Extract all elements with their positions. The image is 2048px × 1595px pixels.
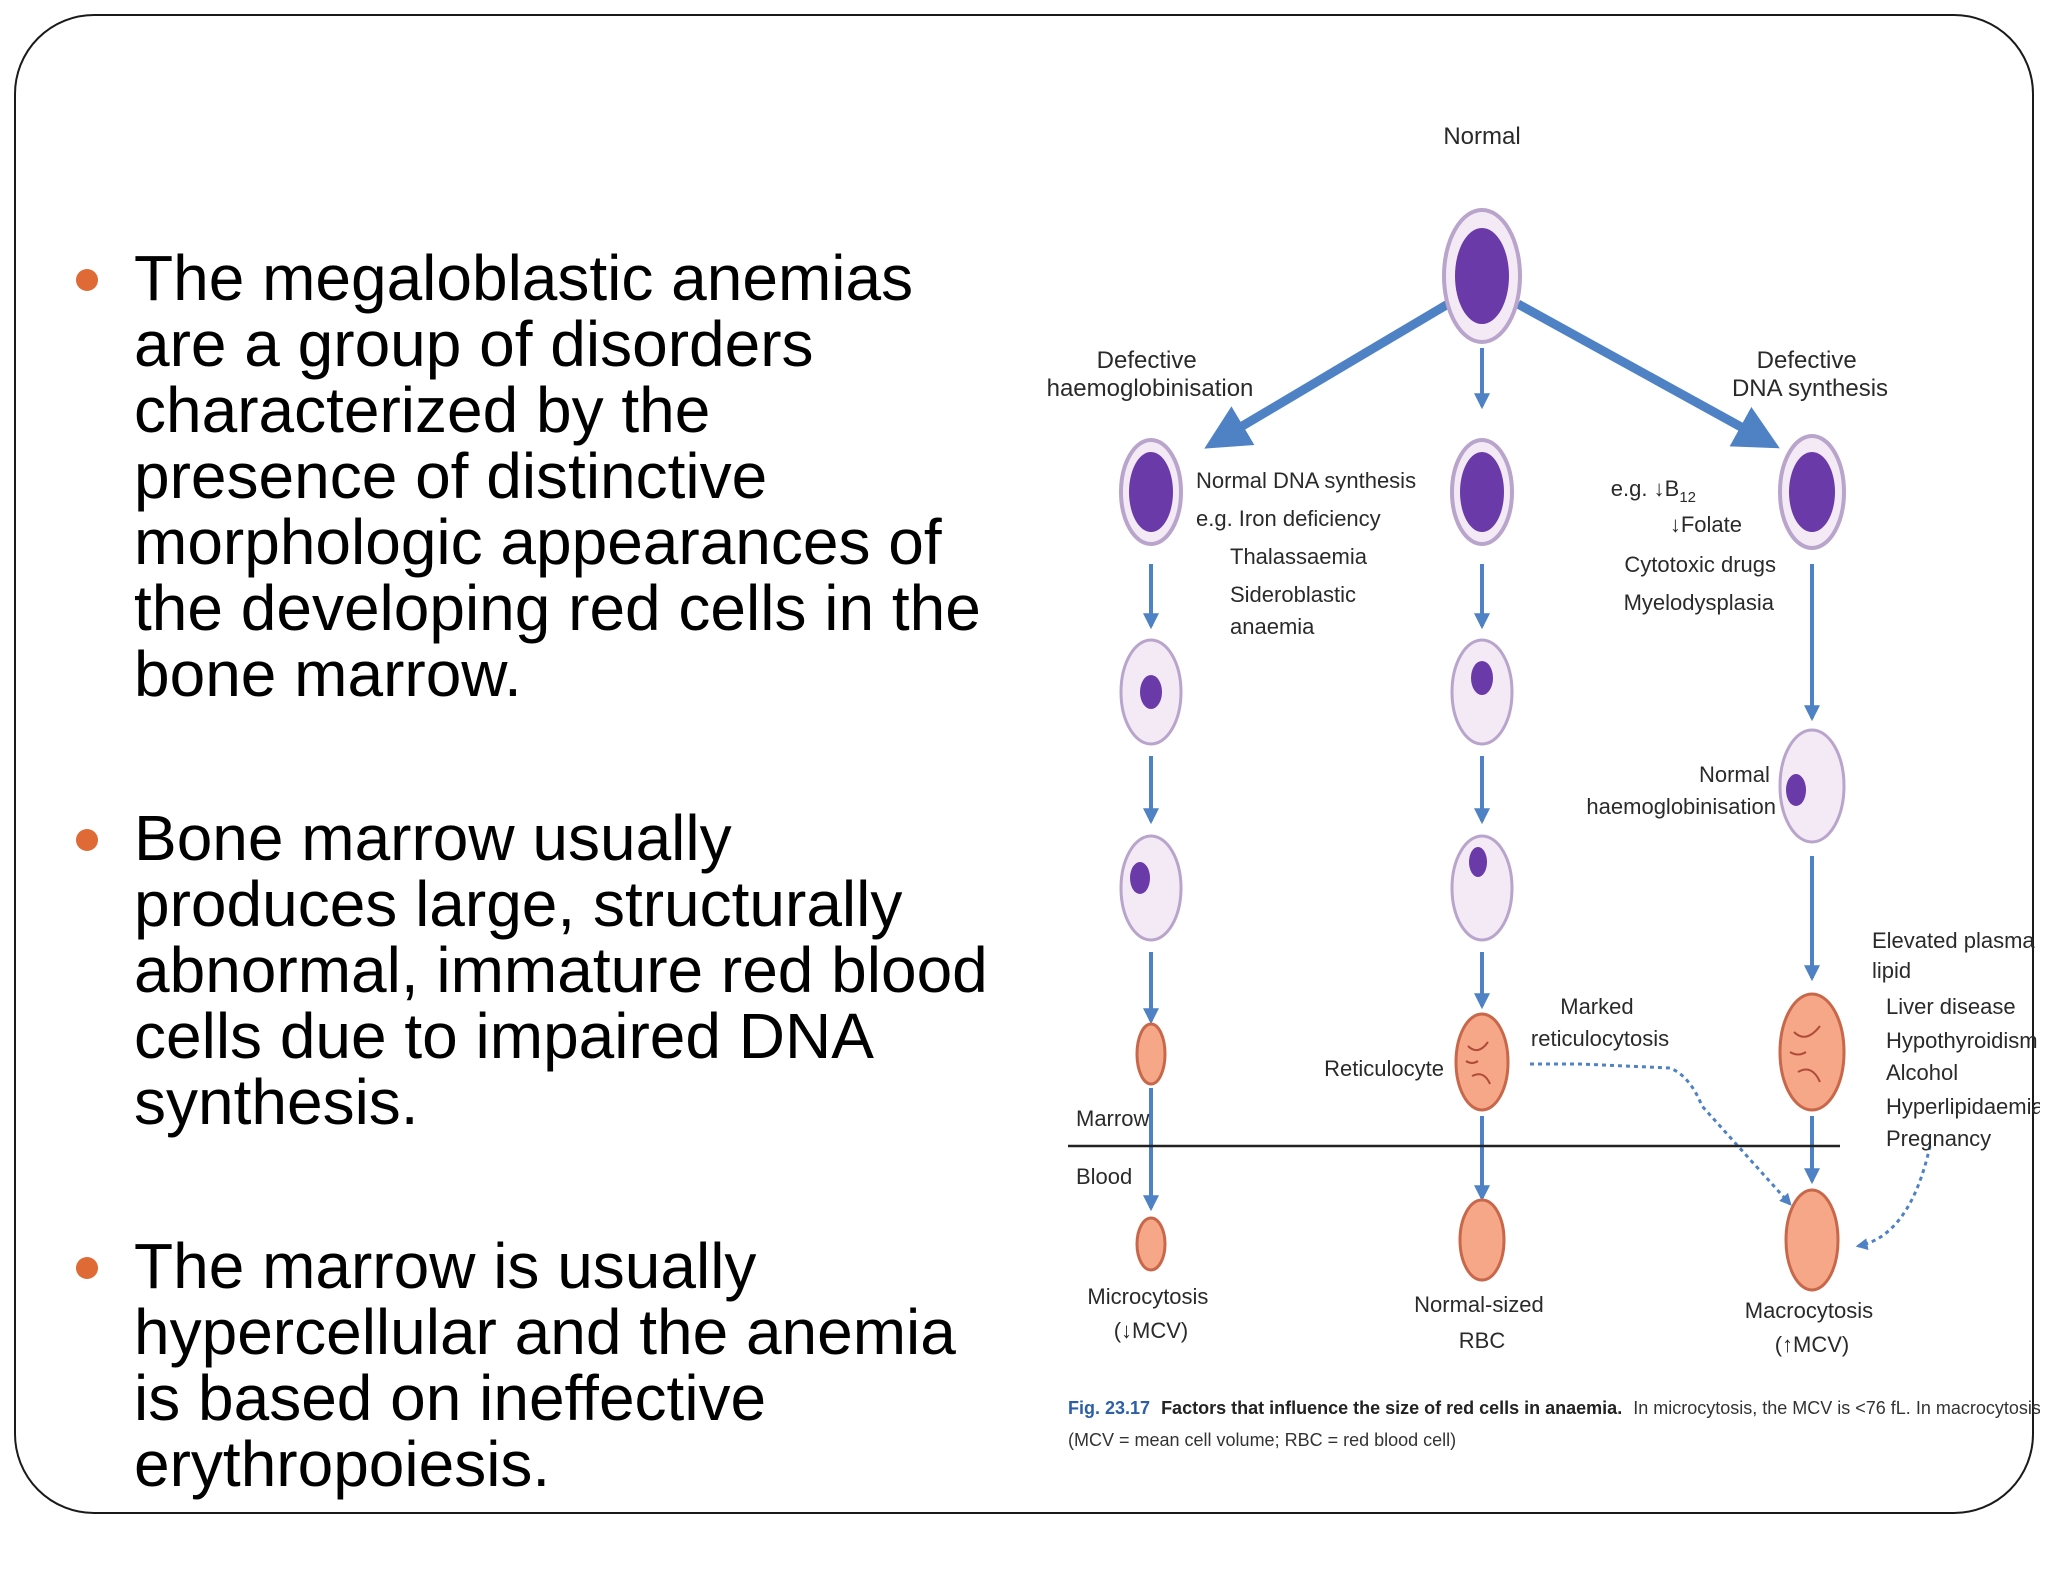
svg-text:e.g. ↓B12: e.g. ↓B12: [1611, 476, 1696, 506]
left-reticulocyte: [1135, 1022, 1167, 1086]
reticulocyte-label: Reticulocyte: [1324, 1056, 1444, 1081]
bullet-item: Bone marrow usually produces large, stru…: [68, 805, 988, 1135]
red-cell-size-figure: Normal Defective haemoglobinisation Defe…: [990, 86, 2040, 1486]
middle-reticulocyte: [1454, 1012, 1510, 1112]
middle-intermediate-cell: [1450, 638, 1514, 746]
bullet-dot-icon: [76, 269, 98, 291]
svg-text:Myelodysplasia: Myelodysplasia: [1624, 590, 1775, 615]
elevated-lipid-title: Elevated plasma lipid: [1872, 928, 2040, 983]
normal-label: Normal: [1443, 123, 1520, 150]
slide-frame: [14, 14, 2034, 1514]
right-reticulocyte: [1778, 992, 1846, 1112]
right-branch-title: Defective DNA synthesis: [1732, 347, 1888, 402]
normal-sized-rbc: [1458, 1198, 1506, 1282]
svg-text:(MCV = mean cell volume; RBC =: (MCV = mean cell volume; RBC = red blood…: [1068, 1430, 1456, 1450]
left-causes: Normal DNA synthesis e.g. Iron deficienc…: [1196, 468, 1422, 639]
middle-late-cell: [1450, 834, 1514, 942]
bullet-dot-icon: [76, 829, 98, 851]
microcytic-rbc: [1135, 1216, 1167, 1272]
left-late-cell: [1119, 834, 1183, 942]
right-late-cell: [1778, 728, 1846, 844]
svg-text:Fig. 23.17 Factors that: Fig. 23.17 Factors that influence the si…: [1068, 1398, 2040, 1418]
right-causes: e.g. ↓B12 ↓Folate Cytotoxic drugs Myelod…: [1611, 476, 1776, 615]
normal-precursor-cell: [1442, 208, 1522, 344]
bullet-dot-icon: [76, 1257, 98, 1279]
blood-label: Blood: [1076, 1164, 1132, 1189]
bullet-text: The megaloblastic anemias are a group of…: [134, 242, 981, 710]
bullet-text: Bone marrow usually produces large, stru…: [134, 802, 988, 1138]
left-intermediate-cell: [1119, 638, 1183, 746]
left-branch-title: Defective haemoglobinisation: [1047, 347, 1254, 402]
svg-text:Cytotoxic drugs: Cytotoxic drugs: [1624, 552, 1776, 577]
middle-erythroblast-cell: [1450, 438, 1514, 546]
bullet-text: The marrow is usually hypercellular and …: [134, 1230, 956, 1500]
bullet-item: The marrow is usually hypercellular and …: [68, 1233, 988, 1497]
svg-text:↓Folate: ↓Folate: [1670, 512, 1742, 537]
bullet-item: The megaloblastic anemias are a group of…: [68, 245, 988, 707]
diagram-arrows: [1143, 300, 1932, 1251]
bullet-list: The megaloblastic anemias are a group of…: [68, 245, 988, 1595]
macrocytic-rbc: [1784, 1188, 1840, 1292]
microcytosis-label: Microcytosis (↓MCV): [1087, 1284, 1214, 1343]
normal-sized-rbc-label: Normal-sized RBC: [1414, 1292, 1550, 1353]
normal-haemoglobinisation-label: Normal haemoglobinisation: [1586, 762, 1776, 819]
marrow-label: Marrow: [1076, 1106, 1149, 1131]
right-megaloblast-cell: [1778, 434, 1846, 550]
macrocytosis-label: Macrocytosis (↑MCV): [1745, 1298, 1879, 1357]
marked-reticulocytosis-label: Marked reticulocytosis: [1531, 994, 1669, 1051]
left-erythroblast-cell: [1119, 438, 1183, 546]
figure-caption: Fig. 23.17 Factors that influence the si…: [1068, 1398, 2040, 1450]
elevated-lipid-items: Liver disease Hypothyroidism Alcohol Hyp…: [1886, 994, 2040, 1151]
